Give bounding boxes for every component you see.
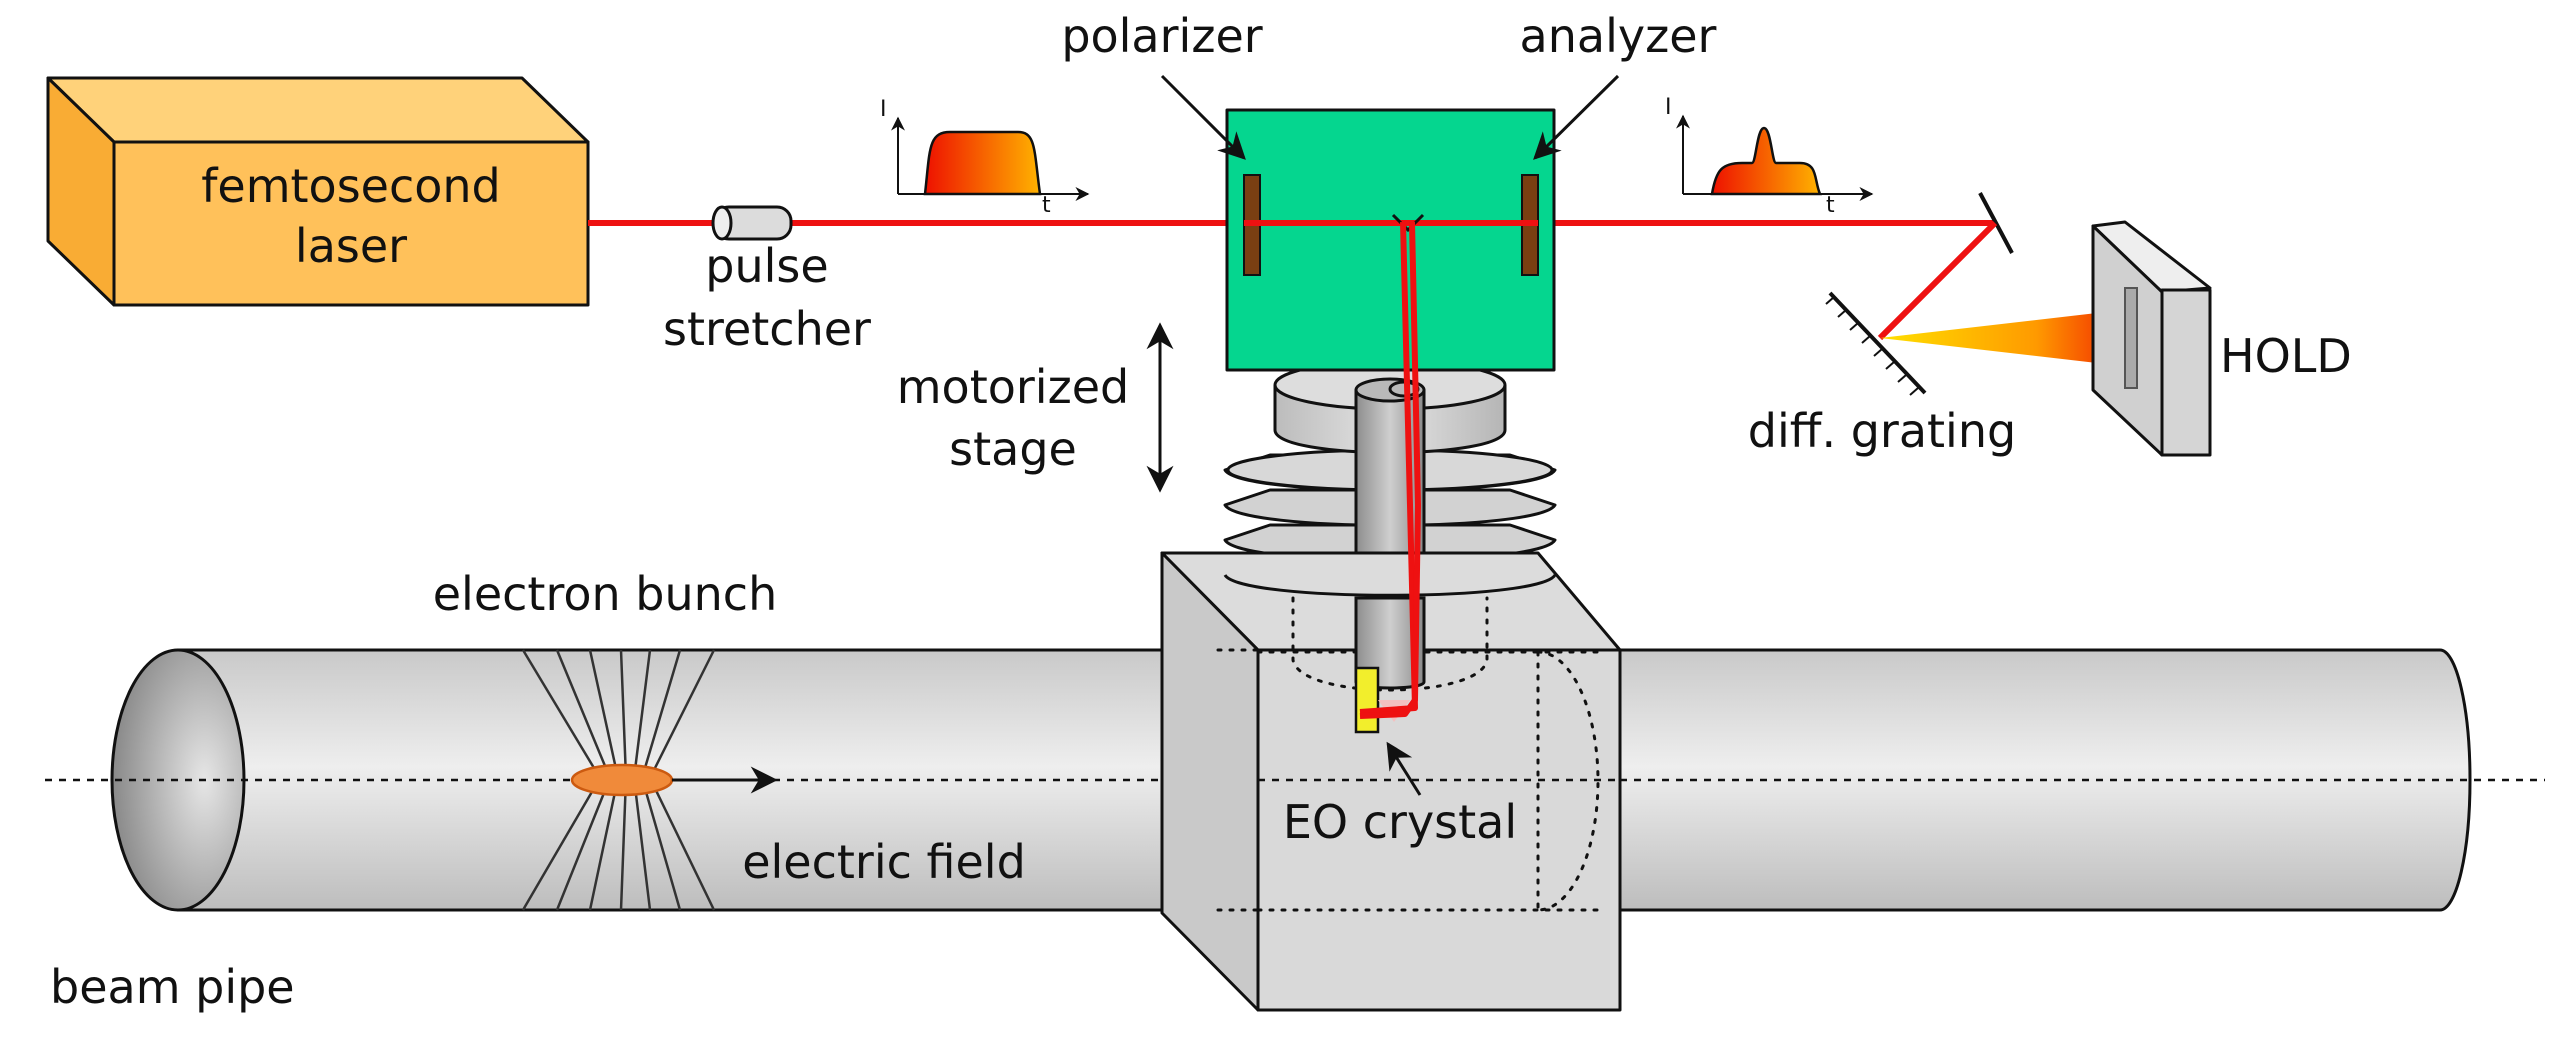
stage-label-line1: motorized: [897, 360, 1129, 414]
hold-label: HOLD: [2220, 329, 2352, 383]
electron-bunch-label: electron bunch: [433, 567, 777, 621]
folding-mirror: [1978, 192, 2014, 254]
diffraction-grating: diff. grating: [1748, 220, 2140, 458]
electron-bunch: [521, 649, 778, 911]
analyzer-label: analyzer: [1520, 9, 1717, 63]
pulse-in-axis-i: I: [880, 97, 887, 122]
stage-label-line2: stage: [949, 422, 1077, 476]
eo-crystal: [1354, 666, 1380, 734]
pulse-out-axis-t: t: [1826, 193, 1835, 218]
vacuum-chamber-cube: [1160, 551, 1622, 1012]
femtosecond-laser: femtosecond laser: [46, 76, 590, 307]
beam-pipe-label: beam pipe: [50, 960, 295, 1014]
bunch-ellipse: [570, 763, 674, 797]
polarizer-label: polarizer: [1061, 9, 1262, 63]
flat-top-stretched-pulse-icon: I t: [880, 97, 1090, 218]
pulse-out-axis-i: I: [1665, 95, 1672, 120]
analyzer-pointer: [1533, 74, 1620, 160]
laser-probe-path: [1359, 221, 1421, 719]
stretcher-label-line1: pulse: [705, 239, 828, 293]
stretcher-label-line2: stretcher: [663, 302, 871, 356]
hold-detector: HOLD: [2091, 220, 2352, 457]
electric-field-label: electric field: [742, 835, 1026, 889]
laser-label-line2: laser: [295, 219, 407, 273]
modulated-pulse-icon: I t: [1665, 95, 1874, 218]
pulse-in-axis-t: t: [1042, 193, 1051, 218]
optics-box: [1225, 108, 1556, 372]
grating-label: diff. grating: [1748, 404, 2016, 458]
polarizer-pointer: [1160, 74, 1246, 160]
laser-label-line1: femtosecond: [201, 159, 501, 213]
pulse-stretcher: pulse stretcher: [663, 205, 871, 356]
eo-crystal-label: EO crystal: [1283, 795, 1517, 849]
eo-crystal-pointer: [1386, 741, 1422, 796]
